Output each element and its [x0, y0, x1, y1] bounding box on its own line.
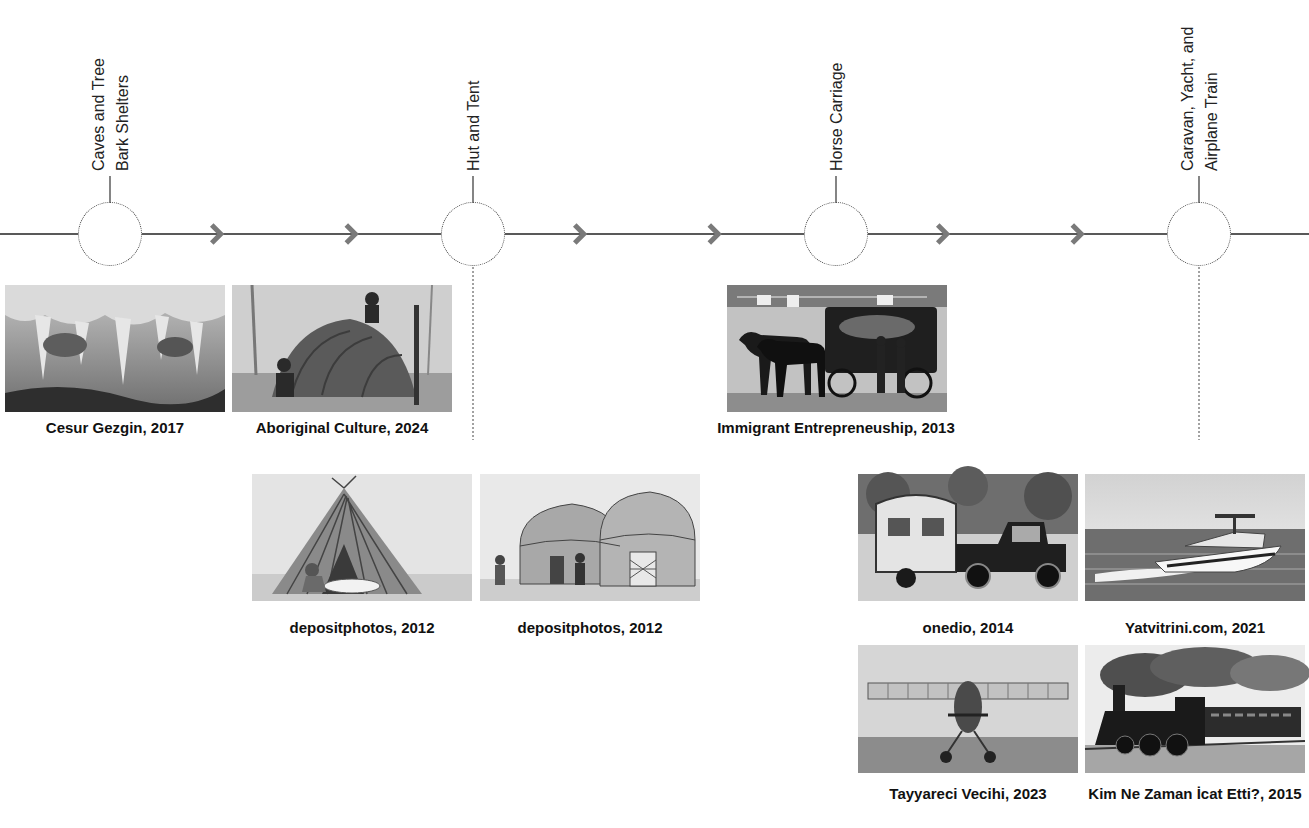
timeline-line	[142, 233, 441, 235]
timeline-circle: Horse Carriage	[804, 202, 868, 266]
leader-ticks	[110, 176, 1199, 202]
image-source-caption: onedio, 2014	[858, 619, 1078, 636]
cave-photo	[5, 285, 225, 412]
hut-engraving	[252, 474, 472, 601]
chevron-arrow	[346, 225, 355, 243]
bark-shelter-photo	[232, 285, 452, 412]
train-photo	[1085, 645, 1309, 773]
timeline-connector	[505, 225, 804, 243]
timeline-line	[868, 233, 1167, 235]
image-source-caption: depositphotos, 2012	[252, 619, 472, 636]
chevron-arrow	[938, 225, 947, 243]
timeline-circle: Caves and Tree Bark Shelters	[78, 202, 142, 266]
timeline-line	[1231, 233, 1309, 235]
yacht-photo	[1085, 474, 1305, 601]
timeline-line	[0, 233, 78, 235]
image-source-caption: Cesur Gezgin, 2017	[5, 419, 225, 436]
era-label: Caravan, Yacht, and Airplane Train	[1176, 11, 1224, 171]
era-label: Horse Carriage	[825, 41, 849, 171]
yurt-engraving	[480, 474, 700, 601]
timeline-connector	[142, 225, 441, 243]
timeline-circle: Hut and Tent	[441, 202, 505, 266]
chevron-arrow	[212, 225, 221, 243]
timeline-circle: Caravan, Yacht, and Airplane Train	[1167, 202, 1231, 266]
timeline-connector	[868, 225, 1167, 243]
chevron-arrow	[575, 225, 584, 243]
chevron-arrow	[1072, 225, 1081, 243]
horse-carriage-photo	[727, 285, 947, 412]
image-source-caption: Tayyareci Vecihi, 2023	[858, 785, 1078, 802]
image-source-caption: Aboriginal Culture, 2024	[232, 419, 452, 436]
image-source-caption: Immigrant Entrepreneuship, 2013	[676, 419, 996, 436]
chevron-arrow	[709, 225, 718, 243]
image-source-caption: depositphotos, 2012	[480, 619, 700, 636]
caravan-photo	[858, 466, 1078, 601]
airplane-photo	[858, 645, 1078, 773]
drop-lines	[473, 267, 1199, 440]
era-label: Hut and Tent	[462, 41, 486, 171]
era-label: Caves and Tree Bark Shelters	[87, 41, 135, 171]
timeline-line	[505, 233, 804, 235]
image-source-caption: Yatvitrini.com, 2021	[1085, 619, 1305, 636]
image-source-caption: Kim Ne Zaman İcat Etti?, 2015	[1088, 785, 1303, 802]
